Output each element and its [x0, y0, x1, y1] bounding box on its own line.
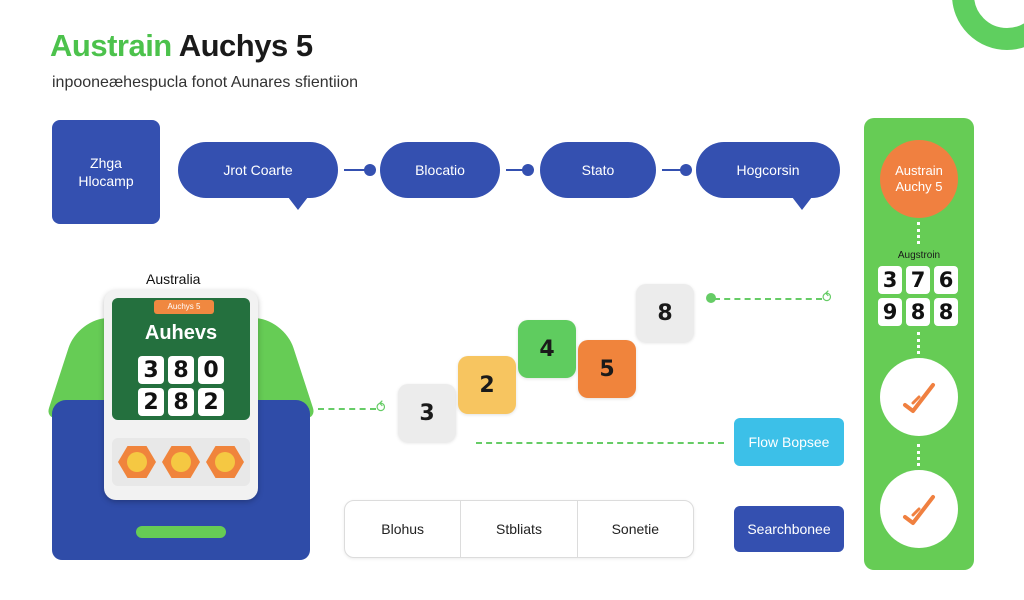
connector-line	[506, 169, 530, 171]
digit: 6	[934, 266, 958, 294]
panel-circle-line-2: Auchy 5	[895, 179, 943, 194]
check-circle-1[interactable]	[880, 358, 958, 436]
title-green-part: Austrain	[50, 28, 172, 63]
connector-end-icon: ⥀	[822, 289, 832, 305]
stand-bar	[136, 526, 226, 538]
connector-dot	[364, 164, 376, 176]
connector-dot	[522, 164, 534, 176]
flow-start-line-2: Hlocamp	[78, 173, 134, 189]
coin-icon	[162, 446, 200, 478]
title-dark-part: Auchys 5	[178, 28, 313, 63]
dashed-connector	[714, 298, 822, 300]
flow-step-4-label: Hogcorsin	[736, 162, 800, 178]
step-tile-3[interactable]: 4	[518, 320, 576, 378]
dashed-connector	[318, 408, 376, 410]
step-tile-4[interactable]: 5	[578, 340, 636, 398]
digit: 8	[906, 298, 930, 326]
flow-start-box[interactable]: Zhga Hlocamp	[52, 120, 160, 224]
connector-dot	[680, 164, 692, 176]
digit: 7	[906, 266, 930, 294]
segment-1[interactable]: Blohus	[345, 501, 462, 557]
step-tile-5[interactable]: 8	[636, 284, 694, 342]
flow-start-line-1: Zhga	[90, 155, 122, 171]
flow-step-2-label: Blocatio	[415, 162, 465, 178]
step-tile-2[interactable]: 2	[458, 356, 516, 414]
panel-label: Augstroin	[897, 250, 941, 261]
speech-tail	[288, 197, 308, 210]
device-label: Australia	[146, 271, 201, 287]
screen-title: Auhevs	[144, 322, 218, 344]
flow-step-2[interactable]: Blocatio	[380, 142, 500, 198]
screen-badge: Auchys 5	[154, 300, 214, 314]
digit: 3	[878, 266, 902, 294]
digit-row-2: 2 8 2	[138, 388, 224, 416]
flow-step-3[interactable]: Stato	[540, 142, 656, 198]
flow-step-1[interactable]: Jrot Coarte	[178, 142, 338, 210]
checkmark-icon	[903, 495, 935, 525]
page-subtitle: inpooneæhespucla fonot Aunares sfientiio…	[52, 74, 358, 91]
device-screen: Auchys 5 Auhevs 3 8 0 2 8 2	[112, 298, 250, 420]
connector-end-icon: ⥀	[376, 399, 386, 415]
panel-badge-circle[interactable]: Austrain Auchy 5	[880, 140, 958, 218]
corner-decoration	[952, 0, 1024, 50]
search-button[interactable]: Searchbonee	[734, 506, 844, 552]
digit: 0	[198, 356, 224, 384]
flow-step-4[interactable]: Hogcorsin	[696, 142, 840, 210]
flow-step-1-label: Jrot Coarte	[223, 162, 293, 178]
panel-circle-line-1: Austrain	[895, 163, 943, 178]
check-circle-2[interactable]	[880, 470, 958, 548]
digit: 2	[138, 388, 164, 416]
connector-line	[344, 169, 372, 171]
digit: 8	[934, 298, 958, 326]
connector-dot	[706, 293, 716, 303]
digit-row-1: 3 8 0	[138, 356, 224, 384]
coin-icon	[118, 446, 156, 478]
panel-digit-row-1: 3 7 6	[878, 266, 958, 294]
digit: 8	[168, 356, 194, 384]
coin-tray	[112, 438, 250, 486]
digit: 9	[878, 298, 902, 326]
dashed-connector	[476, 442, 724, 444]
right-panel: Austrain Auchy 5 Augstroin 3 7 6 9 8 8	[864, 118, 974, 570]
checkmark-icon	[903, 383, 935, 413]
dotted-connector	[917, 444, 921, 466]
coin-icon	[206, 446, 244, 478]
flow-step-3-label: Stato	[581, 162, 615, 178]
digit: 2	[198, 388, 224, 416]
connector-line	[662, 169, 686, 171]
digit: 3	[138, 356, 164, 384]
step-tile-1[interactable]: 3	[398, 384, 456, 442]
dotted-connector	[917, 332, 921, 354]
panel-digit-row-2: 9 8 8	[878, 298, 958, 326]
segmented-control: Blohus Stbliats Sonetie	[344, 500, 694, 558]
digit: 8	[168, 388, 194, 416]
dotted-connector	[917, 222, 921, 244]
speech-tail	[792, 197, 812, 210]
device-card[interactable]: Auchys 5 Auhevs 3 8 0 2 8 2	[104, 290, 258, 500]
segment-3[interactable]: Sonetie	[611, 521, 660, 537]
segment-2[interactable]: Stbliats	[461, 501, 578, 557]
flow-button[interactable]: Flow Bopsee	[734, 418, 844, 466]
page-title: Austrain Auchys 5	[50, 28, 313, 64]
